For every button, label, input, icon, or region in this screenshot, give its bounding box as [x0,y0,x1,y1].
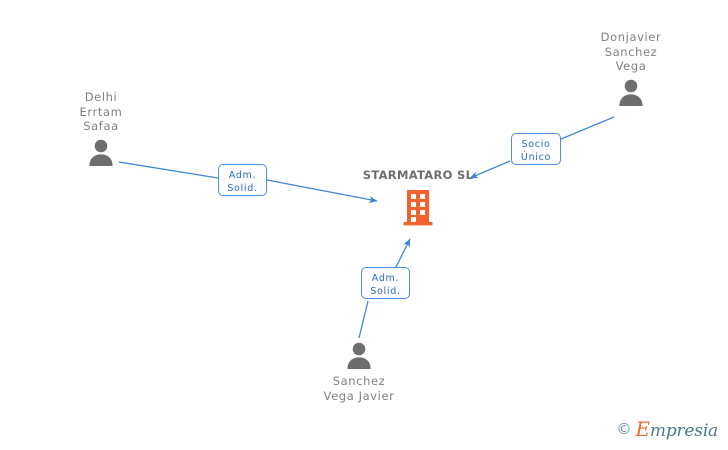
edge-label-to-company-bottom [395,238,411,268]
relationship-label-adm-solid-javier[interactable]: Adm. Solid. [361,267,410,299]
edge-javier-to-label [358,300,369,339]
brand-name: Empresia [636,419,719,440]
person-icon [89,139,113,166]
company-node-starmataro-sl[interactable]: STARMATARO SL [318,168,518,226]
brand-initial: E [635,417,651,441]
watermark-empresia: © Empresia [617,419,719,440]
building-icon [403,190,433,226]
copyright-icon: © [616,420,632,438]
brand-rest: mpresia [649,421,718,441]
person-node-sanchez-vega-javier[interactable]: Sanchez Vega Javier [284,337,434,403]
company-name-label: STARMATARO SL [362,168,474,182]
relationship-label-socio-unico[interactable]: Socio Único [511,133,561,165]
person-node-donjavier-sanchez-vega[interactable]: Donjavier Sanchez Vega [556,30,706,107]
person-icon [619,79,643,106]
edge-donjavier-to-label [560,116,615,140]
relationship-label-adm-solid-delhi[interactable]: Adm. Solid. [218,164,267,196]
person-name-label: Delhi Errtam Safaa [79,90,123,133]
person-icon [347,342,371,369]
person-node-delhi-errtam-safaa[interactable]: Delhi Errtam Safaa [26,90,176,167]
person-name-label: Sanchez Vega Javier [323,374,395,403]
person-name-label: Donjavier Sanchez Vega [600,30,662,73]
